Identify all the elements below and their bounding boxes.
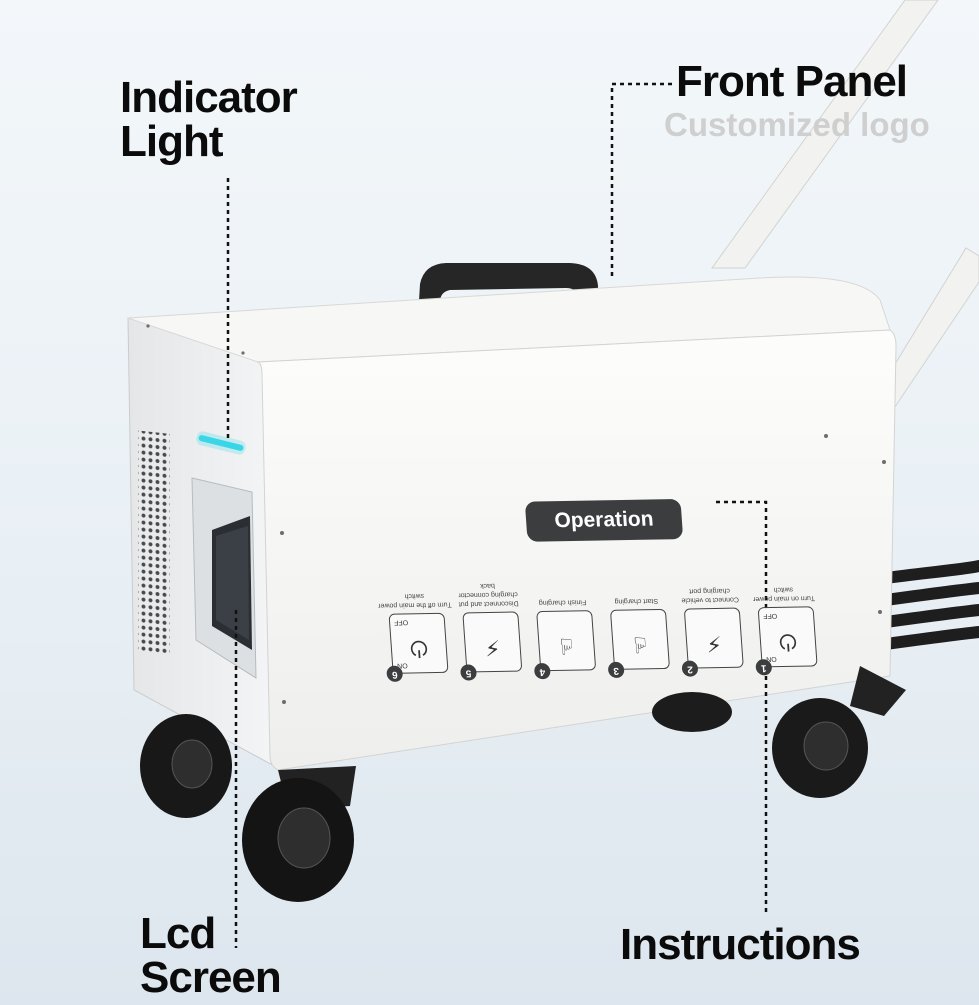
switch-off-label: OFF [762, 611, 778, 620]
step-caption: Turn on main power switch [752, 585, 816, 603]
switch-off-label: OFF [393, 618, 409, 626]
screws [146, 324, 886, 704]
callout-lcd-screen: Lcd Screen [140, 909, 282, 1002]
instruction-step-4: ☝4 Finish charging [526, 554, 600, 680]
instruction-step-3: ☝3 Start charging [600, 553, 674, 679]
callout-indicator-light: Indicator Light [120, 73, 298, 166]
step-number: 5 [459, 664, 478, 681]
indicator-light [198, 435, 244, 451]
vent-grille [138, 430, 170, 654]
operation-title: Operation [524, 498, 684, 542]
connect-plug-icon: ⚡ [683, 607, 744, 669]
step-number: 1 [755, 659, 773, 676]
step-number: 4 [533, 663, 551, 680]
step-caption: Start charging [614, 596, 659, 605]
wheels [140, 666, 906, 902]
step-number: 3 [607, 661, 625, 679]
instruction-step-2: ⚡2 Connect to vehicle charging port [674, 551, 748, 677]
callout-instructions: Instructions [620, 920, 861, 969]
step-caption: Connect to vehicle charging port [681, 586, 740, 604]
callout-front-panel: Front Panel [676, 57, 908, 106]
leader-front [610, 82, 672, 278]
lcd-screen [191, 477, 257, 679]
carry-handle [418, 263, 598, 318]
leader-instructions [716, 500, 768, 912]
return-connector-icon: ⚡ [462, 611, 523, 673]
step-caption: Finish charging [538, 598, 587, 607]
step-number: 2 [681, 660, 699, 677]
callout-customized-logo: Customized logo [664, 106, 930, 143]
top-surface [127, 276, 891, 363]
step-caption: Disconnect and put charging connector ba… [458, 581, 519, 608]
instruction-step-5: ⚡5 Disconnect and put charging connector … [452, 555, 526, 681]
step-caption: Turn off the main power switch [377, 592, 452, 609]
finish-charging-hand-icon: ☝ [536, 610, 597, 672]
step-number: 6 [386, 665, 404, 682]
leader-lines [226, 82, 768, 948]
start-charging-hand-icon: ☝ [609, 608, 671, 670]
charging-cable [880, 560, 979, 650]
